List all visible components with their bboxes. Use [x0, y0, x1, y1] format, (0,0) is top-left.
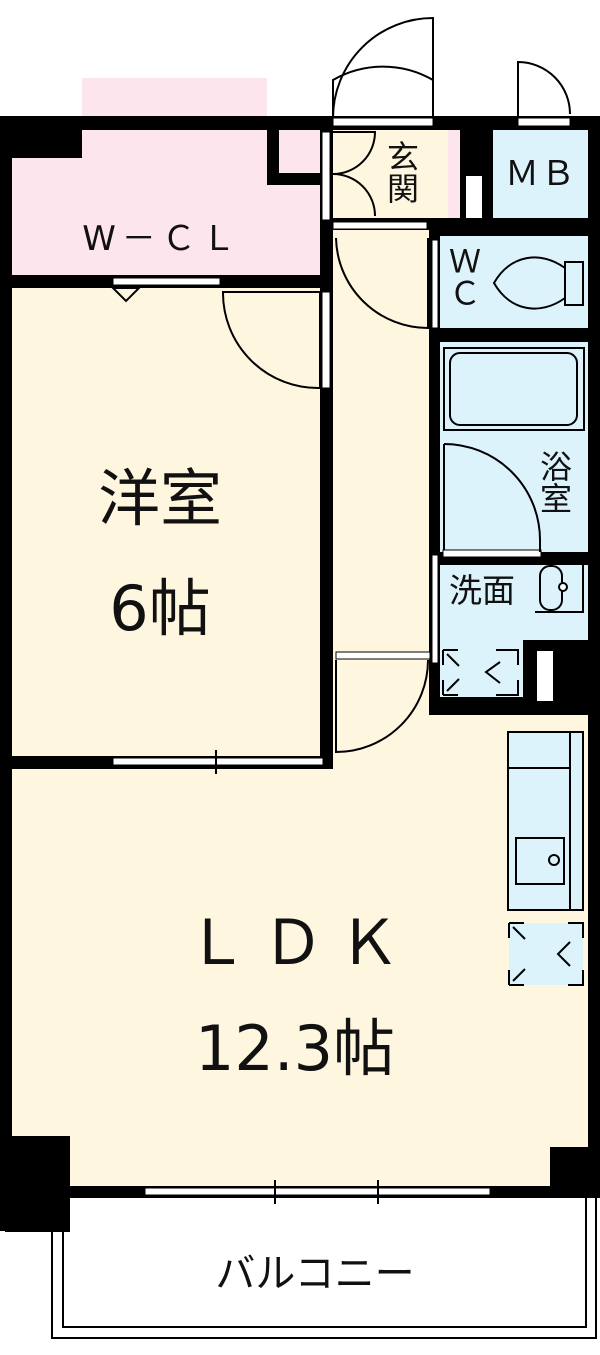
room-label-entrance: 玄関 — [382, 140, 420, 204]
room-label-balcony: バルコニー — [215, 1251, 415, 1297]
washer-space-icon — [442, 649, 519, 696]
toilet-icon — [492, 256, 584, 310]
room-label-mb: ＭＢ — [505, 154, 577, 194]
room-label-ldk: ＬＤＫ — [185, 906, 414, 979]
bathtub-icon — [443, 347, 585, 431]
balcony — [51, 1187, 597, 1339]
room-size-ldk: 12.3帖 — [194, 1012, 396, 1085]
kitchen-counter-icon — [507, 731, 584, 911]
floors — [12, 78, 588, 1186]
room-label-western-room: 洋室 — [97, 462, 222, 535]
sliding-ticks — [215, 750, 379, 1204]
door-swings — [221, 16, 571, 754]
room-size-western-room: 6帖 — [109, 572, 211, 645]
room-label-washroom: 洗面 — [449, 571, 515, 610]
room-label-wc: ＷＣ — [444, 245, 482, 309]
closet-marker-icon — [110, 287, 142, 303]
room-label-bath: 浴室 — [535, 450, 573, 514]
openings — [112, 117, 571, 1196]
wash-basin-icon — [530, 561, 584, 613]
room-label-wcl: W－ＣＬ — [82, 219, 242, 259]
fridge-space-icon — [508, 922, 584, 986]
